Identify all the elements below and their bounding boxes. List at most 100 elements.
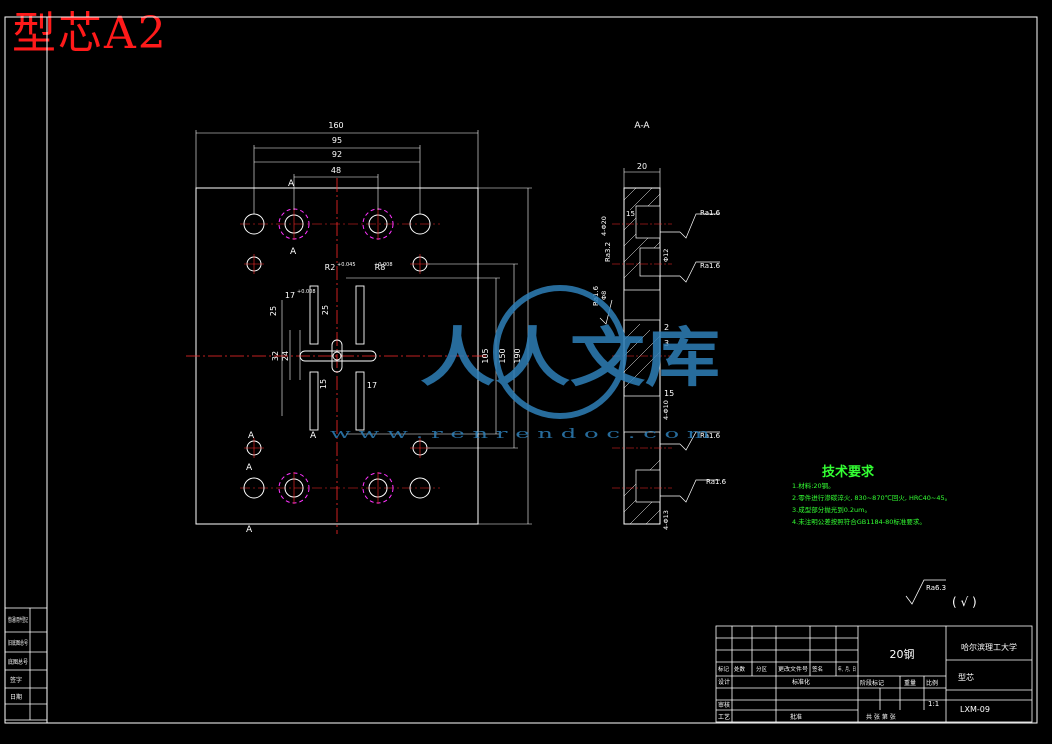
slot-tr [355,285,365,345]
tb-process: 工艺 [718,713,730,721]
callout-4-phi13: 4-Φ13 [662,510,670,530]
tb-part-name: 型芯 [958,672,974,682]
dim-190: 190 [513,348,522,363]
dim-105: 105 [481,348,490,363]
sect-A-6: A [310,431,317,441]
section-marks: A A A A A A [246,179,317,535]
section-callouts: 4-Φ20 Φ12 Φ8 4-Φ10 4-Φ13 15 2 3 15 [600,210,674,530]
dim-17: 17 [285,291,295,300]
dim-24: 24 [281,351,290,361]
sect-A-3: A [248,431,255,441]
tb-scale: 1:1 [928,700,939,708]
side-strip [4,607,48,721]
slot-tl [309,285,319,345]
tech-requirements: 技术要求 1.材料:20钢。 2.零件进行渗碳淬火, 830~870℃回火, H… [792,464,951,526]
tb-standard: 标准化 [792,678,810,686]
tb-weight: 重量 [904,679,916,687]
runner-vertical [331,339,343,373]
section-bores [623,205,661,503]
dim-R2: R2 [325,263,336,272]
section-view: A-A 20 4-Φ20 Φ12 Φ [592,121,727,530]
slot-br [355,371,365,431]
general-roughness: Ra6.3 ( √ ) [905,579,977,609]
watermark-url: w w w . r e n r e n d o c . c o m [330,427,710,442]
dimension-lines [195,130,532,525]
ra-3: Ra1.6 [700,432,721,440]
dim-R8: R8 [375,263,386,272]
tb-row-2: 处数 [734,665,746,673]
sect-A-2: A [290,247,297,257]
watermark-chars: 人人文库 [420,321,720,396]
ra-6: Ra3.2 [604,242,612,262]
side-strip-label-4: 签字 [10,676,22,684]
ra-4: Ra1.6 [706,478,727,486]
dim-15-sec: 15 [626,210,635,218]
dim-95: 95 [332,136,342,145]
sect-A-5: A [246,525,253,535]
sect-A-1: A [288,179,295,189]
tb-row-1: 标记 [718,665,730,673]
tol-3: +0.008 [297,289,316,295]
sheet-title: 型芯A2 [12,8,168,59]
dim-25b: 25 [321,305,330,315]
callout-4-phi20: 4-Φ20 [600,216,608,236]
callout-phi8: Φ8 [600,291,608,300]
dim-32: 32 [271,351,280,361]
hole-crosshairs [244,208,430,504]
tb-school: 哈尔滨理工大学 [961,642,1017,652]
dim-15: 15 [319,379,328,389]
tol-1: +0.045 [337,262,356,268]
dim-150: 150 [498,348,507,363]
plan-view: 160 95 92 48 190 150 105 24 32 17 25 25 … [186,121,532,535]
tb-stage: 阶段标记 [860,679,884,687]
ra-2: Ra1.6 [700,262,721,270]
left-binding-border [4,16,48,724]
tech-item-3: 3.成型部分抛光到0.2um。 [792,505,871,514]
dim-48: 48 [331,166,341,175]
sprue-center [332,351,342,361]
tb-row-6: 年、月、日 [838,665,856,673]
tb-row-4: 更改文件号 [778,665,809,673]
tb-approve: 批准 [790,713,802,721]
dim-20: 20 [637,162,647,171]
title-block [715,625,1033,723]
dim-3: 3 [664,339,669,348]
tb-scale-label: 比例 [926,679,938,687]
side-strip-text: 借(通)用件登记 旧底图总号 底图总号 签字 日期 [8,616,28,701]
sect-A-4: A [246,463,253,473]
dim-92: 92 [332,150,342,159]
ra-1: Ra1.6 [700,209,721,217]
cavity-cores [299,285,377,431]
section-view-label: A-A [634,121,650,131]
side-strip-label-5: 日期 [10,693,22,701]
callout-phi12: Φ12 [662,249,670,262]
slot-bl [309,371,319,431]
tb-row-3: 分区 [756,665,768,673]
tb-row-5: 签名 [812,665,823,673]
hole-bl [243,477,265,499]
tech-item-2: 2.零件进行渗碳淬火, 830~870℃回火, HRC40~45。 [792,493,951,502]
tb-design: 设计 [718,678,730,686]
tb-sheets: 共 张 第 张 [866,713,896,721]
dim-25: 25 [269,306,278,316]
tech-heading: 技术要求 [822,464,875,480]
tech-item-1: 1.材料:20钢。 [792,481,835,490]
callout-4-phi10: 4-Φ10 [662,400,670,420]
dim-160: 160 [328,121,343,130]
hole-br [409,477,431,499]
dim-27: 17 [367,381,377,390]
title-block-text: 20钢 哈尔滨理工大学 型芯 LXM-09 1:1 标记 处数 分区 更改文件号… [718,642,1017,721]
tolerance-text: +0.045 +0.008 +0.008 [297,262,393,295]
side-strip-label-1: 借(通)用件登记 [8,616,28,624]
tb-material: 20钢 [890,648,915,661]
tol-2: +0.008 [374,262,393,268]
watermark: 人人文库 w w w . r e n r e n d o c . c o m [330,285,720,442]
general-ra: Ra6.3 [926,584,946,592]
dimension-text: 160 95 92 48 190 150 105 24 32 17 25 25 … [269,121,522,390]
dim-1-5: 15 [664,389,674,398]
tb-review: 审核 [718,701,730,709]
side-strip-label-3: 底图总号 [8,658,28,666]
dim-2: 2 [664,323,669,332]
tech-item-4: 4.未注明公差按照符合GB1184-80标准要求。 [792,517,926,526]
